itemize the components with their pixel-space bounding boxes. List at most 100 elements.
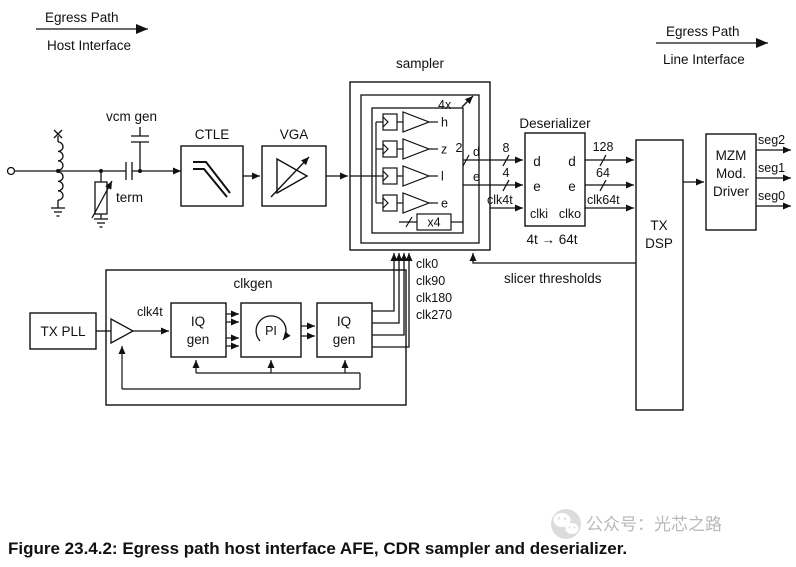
sampler-block: sampler 4x — [349, 56, 491, 251]
deser-dsp-wires — [585, 154, 634, 212]
bus-8-label: 8 — [503, 141, 510, 155]
expand-arrow-icon — [461, 95, 474, 108]
clk64t-label: clk64t — [587, 193, 620, 207]
slicer-label-l: l — [441, 170, 444, 184]
iq-gen-2-label-gen: gen — [333, 332, 356, 347]
slicer-row-e — [376, 192, 438, 214]
bus-width-2-label: 2 — [456, 141, 463, 155]
deser-clki: clki — [530, 207, 548, 221]
line-interface-label: Line Interface — [663, 52, 745, 67]
slicer-array — [350, 111, 438, 214]
slicer-threshold-wire — [469, 253, 636, 264]
watermark: 公众号：光芯之路 — [551, 509, 722, 539]
ctle-block: CTLE — [180, 127, 244, 207]
ctle-label: CTLE — [195, 127, 230, 142]
bus-slash-icon — [599, 179, 607, 192]
txpll-label: TX PLL — [40, 324, 86, 339]
sampler-label: sampler — [396, 56, 445, 71]
bus-slash-icon — [599, 154, 607, 167]
egress-path-line-header: Egress Path Line Interface — [656, 24, 768, 67]
mzm-label-2: Mod. — [716, 166, 746, 181]
bus-slash-icon — [502, 154, 510, 167]
iq-gen-2-label-iq: IQ — [337, 314, 351, 329]
vga-amp-icon — [270, 156, 310, 198]
clock-phase-wires — [372, 253, 413, 348]
vcm-gen-cap-icon — [131, 127, 149, 173]
term-resistor-icon — [91, 169, 113, 228]
txdsp-label-dsp: DSP — [645, 236, 673, 251]
comparator-icon — [402, 165, 431, 187]
comparator-icon — [402, 192, 431, 214]
sampler-e-out-label: e — [473, 170, 480, 184]
seg2-label: seg2 — [758, 133, 785, 147]
iq-gen-1-label-gen: gen — [187, 332, 210, 347]
slicer-row-z — [376, 138, 438, 160]
sampler-d-out-label: d — [473, 145, 480, 159]
slicer-label-e: e — [441, 197, 448, 211]
clk0-label: clk0 — [416, 257, 438, 271]
iq-gen-1-block: IQ gen — [170, 302, 227, 358]
deser-e-in: e — [533, 179, 541, 194]
x4-box: x4 — [399, 213, 463, 231]
deser-d-out: d — [568, 154, 576, 169]
ctle-curve-icon — [193, 161, 231, 198]
txpll-block: TX PLL — [29, 312, 97, 350]
tcoil-icon — [51, 129, 65, 217]
pi-iq2-wires — [301, 322, 315, 340]
bus-slash-icon — [502, 179, 510, 192]
mzm-driver-block: MZM Mod. Driver — [705, 133, 757, 231]
deser-d-in: d — [533, 154, 541, 169]
comparator-icon — [402, 111, 431, 133]
iq-gen-1-label-iq: IQ — [191, 314, 205, 329]
egress-path-host-header: Egress Path Host Interface — [36, 10, 148, 53]
wechat-icon — [551, 509, 581, 539]
mzm-label-3: Driver — [713, 184, 750, 199]
txdsp-label-tx: TX — [650, 218, 667, 233]
deser-e-out: e — [568, 179, 576, 194]
clk270-label: clk270 — [416, 308, 452, 322]
deserializer-label: Deserializer — [519, 116, 591, 131]
mzm-label-1: MZM — [716, 148, 747, 163]
bus-64-label: 64 — [596, 166, 610, 180]
clk180-label: clk180 — [416, 291, 452, 305]
host-interface-label: Host Interface — [47, 38, 131, 53]
term-label: term — [116, 190, 143, 205]
input-port-icon — [6, 166, 16, 176]
clk4t-in-label: clk4t — [487, 193, 513, 207]
iq1-pi-wires — [226, 310, 239, 350]
watermark-text: 公众号：光芯之路 — [586, 515, 722, 534]
slicer-label-h: h — [441, 116, 448, 130]
deserializer-block: Deserializer d d e e clki clko 4t → 64t — [519, 116, 591, 247]
sampler-deser-wires — [463, 154, 523, 212]
vga-block: VGA — [261, 127, 327, 207]
sampler-count-label: 4x — [438, 98, 452, 112]
deser-ratio-label: 4t → 64t — [526, 232, 577, 247]
phase-rotator-icon — [255, 315, 291, 342]
pi-block: PI — [240, 302, 302, 358]
coupling-cap-icon — [125, 162, 133, 180]
bus-4-label: 4 — [503, 166, 510, 180]
clk4t-label: clk4t — [137, 305, 163, 319]
egress-path-label: Egress Path — [45, 10, 119, 25]
figure-caption: Figure 23.4.2: Egress path host interfac… — [8, 539, 627, 558]
comparator-icon — [402, 138, 431, 160]
clock-buffer-icon — [110, 317, 135, 345]
txdsp-block: TX DSP — [635, 139, 684, 411]
vga-label: VGA — [280, 127, 309, 142]
deser-clko: clko — [559, 207, 581, 221]
afe-input-network — [6, 127, 181, 228]
clkgen-block: clkgen TX PLL clk4t IQ gen PI — [29, 269, 407, 406]
clk90-label: clk90 — [416, 274, 445, 288]
slicer-row-h — [376, 111, 438, 133]
slicer-row-l — [376, 165, 438, 187]
clkgen-feedback-wires — [118, 346, 361, 390]
x4-label: x4 — [427, 216, 440, 230]
pi-label: PI — [265, 324, 277, 338]
iq-gen-2-block: IQ gen — [316, 302, 373, 358]
seg0-label: seg0 — [758, 189, 785, 203]
slicer-thresholds-label: slicer thresholds — [504, 271, 602, 286]
seg1-label: seg1 — [758, 161, 785, 175]
vcm-gen-label: vcm gen — [106, 109, 157, 124]
